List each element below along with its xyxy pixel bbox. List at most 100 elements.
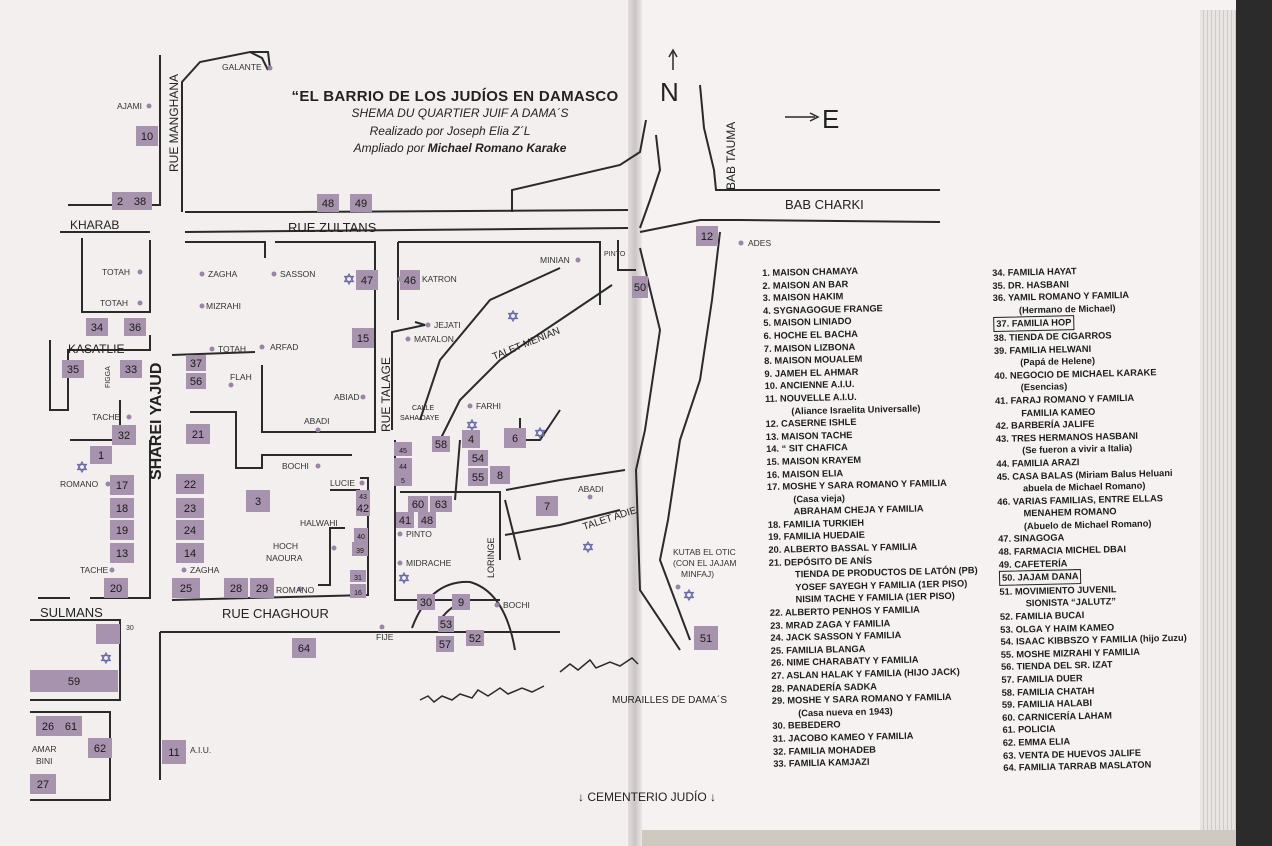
compass-east: E [822, 104, 839, 134]
legend-text: 35. DR. HASBANI [992, 278, 1069, 291]
place-kutab: MINFAJ) [681, 569, 714, 579]
map-title: “EL BARRIO DE LOS JUDÍOS EN DAMASCO [291, 88, 619, 105]
map-box-20 [104, 578, 128, 598]
legend-text: 21. DEPÓSITO DE ANÍS [768, 555, 873, 568]
legend-text: 1. MAISON CHAMAYA [762, 265, 859, 278]
legend-text: (Se fueron a vivir a Italia) [1022, 443, 1133, 456]
place-abiad: ABIAD [334, 392, 360, 402]
map-box-54 [468, 450, 488, 466]
map-box-23 [176, 498, 204, 518]
map-box-39 [352, 542, 368, 556]
map-box-36 [124, 318, 146, 336]
legend-text: 38. TIENDA DE CIGARROS [993, 330, 1112, 343]
legend-text: MENAHEM ROMANO [1023, 506, 1117, 519]
legend-text: 56. TIENDA DEL SR. IZAT [1000, 659, 1113, 673]
map-box-number: 34 [91, 322, 103, 334]
street-sharei-yajud: SHAREI YAJUD [148, 363, 165, 480]
map-box-44 [394, 458, 412, 472]
legend-text: 14. “ SIT CHAFICA [766, 442, 848, 455]
map-box-number: 53 [440, 619, 452, 631]
map-box-21 [186, 424, 210, 444]
place-arfad: ARFAD [270, 342, 298, 352]
map-box-number: 47 [361, 275, 373, 287]
place-jejati: JEJATI [434, 320, 461, 330]
map-box-number: 13 [116, 548, 128, 560]
map-box-31 [350, 570, 366, 582]
legend-text: 55. MOSHE MIZRAHI Y FAMILIA [1000, 646, 1141, 660]
map-box-number: 28 [230, 583, 242, 595]
map-box-number: 31 [354, 575, 362, 582]
legend-text: 22. ALBERTO PENHOS Y FAMILIA [769, 604, 920, 618]
street-calle: CALLE [412, 405, 435, 412]
street-figga: FIGGA [105, 366, 112, 388]
legend-text: 58. FAMILIA CHATAH [1001, 685, 1095, 698]
map-credit: Realizado por Joseph Elia Z´L [369, 124, 531, 138]
legend-text: 12. CASERNE ISHLE [765, 417, 857, 430]
book-spine [628, 0, 642, 846]
place-mizrahi: MIZRAHI [206, 301, 241, 311]
place-30: 30 [126, 625, 134, 632]
legend-text: 64. FAMILIA TARRAB MASLATON [1003, 759, 1152, 774]
map-box-number: 3 [255, 496, 261, 508]
map-box-number: 40 [357, 534, 365, 541]
map-box-41 [396, 512, 414, 528]
street-bab-charki: BAB CHARKI [785, 197, 864, 212]
map-box-number: 25 [180, 583, 192, 595]
place-minian: MINIAN [540, 255, 570, 265]
legend-text: 24. JACK SASSON Y FAMILIA [770, 630, 902, 644]
map-box-number: 7 [544, 501, 550, 513]
legend-text: 59. FAMILIA HALABI [1001, 698, 1093, 711]
place-sasson: SASSON [280, 269, 315, 279]
legend-text: 7. MAISON LIZBONA [763, 341, 856, 354]
map-box-number: 59 [68, 676, 80, 688]
legend-text: 11. NOUVELLE A.I.U. [764, 391, 857, 404]
right-page [636, 0, 1236, 830]
legend-text: 41. FARAJ ROMANO Y FAMILIA [994, 392, 1135, 406]
map-box-number: 49 [355, 198, 367, 210]
legend-text: 16. MAISON ELIA [766, 467, 844, 480]
legend-text: 47. SINAGOGA [998, 532, 1065, 545]
map-box-6 [504, 428, 526, 448]
map-box-5 [394, 472, 412, 486]
map-box-26 [36, 716, 60, 736]
place-abadi: ABADI [578, 484, 604, 494]
legend-text: 2. MAISON AN BAR [762, 278, 849, 291]
label-cementerio: ↓ CEMENTERIO JUDÍO ↓ [578, 789, 716, 804]
map-box-number: 52 [469, 633, 481, 645]
map-box-number: 8 [497, 470, 503, 482]
legend-text: 4. SYGNAGOGUE FRANGE [762, 303, 883, 316]
place-kutab: KUTAB EL OTIC [673, 547, 736, 557]
legend-text: ABRAHAM CHEJA Y FAMILIA [793, 503, 924, 517]
street-labels: RUE MANGHANA RUE ZULTANS SHAREI YAJUD RU… [40, 74, 864, 804]
map-box-14 [176, 543, 204, 563]
place-abadi: ABADI [304, 416, 330, 426]
map-box-46 [400, 270, 420, 290]
place-labels: GALANTE AJAMI TOTAH TOTAH ZAGHA SASSON M… [32, 62, 771, 766]
legend-text: 40. NEGOCIO DE MICHAEL KARAKE [994, 367, 1157, 381]
legend-text: 57. FAMILIA DUER [1001, 673, 1083, 685]
street-rue-chaghour: RUE CHAGHOUR [222, 606, 329, 621]
background-edge [1236, 0, 1272, 846]
legend-text: 15. MAISON KRAYEM [766, 454, 862, 467]
map-box-62 [88, 738, 112, 758]
map-box-number: 17 [116, 480, 128, 492]
legend-text: 20. ALBERTO BASSAL Y FAMILIA [768, 541, 918, 555]
map-box-number: 58 [435, 439, 447, 451]
legend-text: 49. CAFETERÍA [998, 558, 1068, 570]
legend-text: 8. MAISON MOUALEM [764, 353, 863, 367]
map-box-number: 57 [439, 639, 451, 651]
legend-text: 54. ISAAC KIBBSZO Y FAMILIA (hijo Zuzu) [1000, 632, 1187, 648]
place-tache: TACHE [92, 412, 121, 422]
map-box-37 [186, 355, 206, 371]
map-box-53 [438, 616, 454, 632]
map-box-64 [292, 638, 316, 658]
place-fije: FIJE [376, 632, 394, 642]
legend-text: abuela de Michael Romano) [1022, 480, 1146, 494]
map-box-63 [430, 496, 452, 512]
map-box-number: 22 [184, 479, 196, 491]
place-bochi: BOCHI [282, 461, 309, 471]
map-box-number: 63 [435, 499, 447, 511]
map-box-number: 2 [117, 196, 123, 208]
map-box-60 [408, 496, 428, 512]
